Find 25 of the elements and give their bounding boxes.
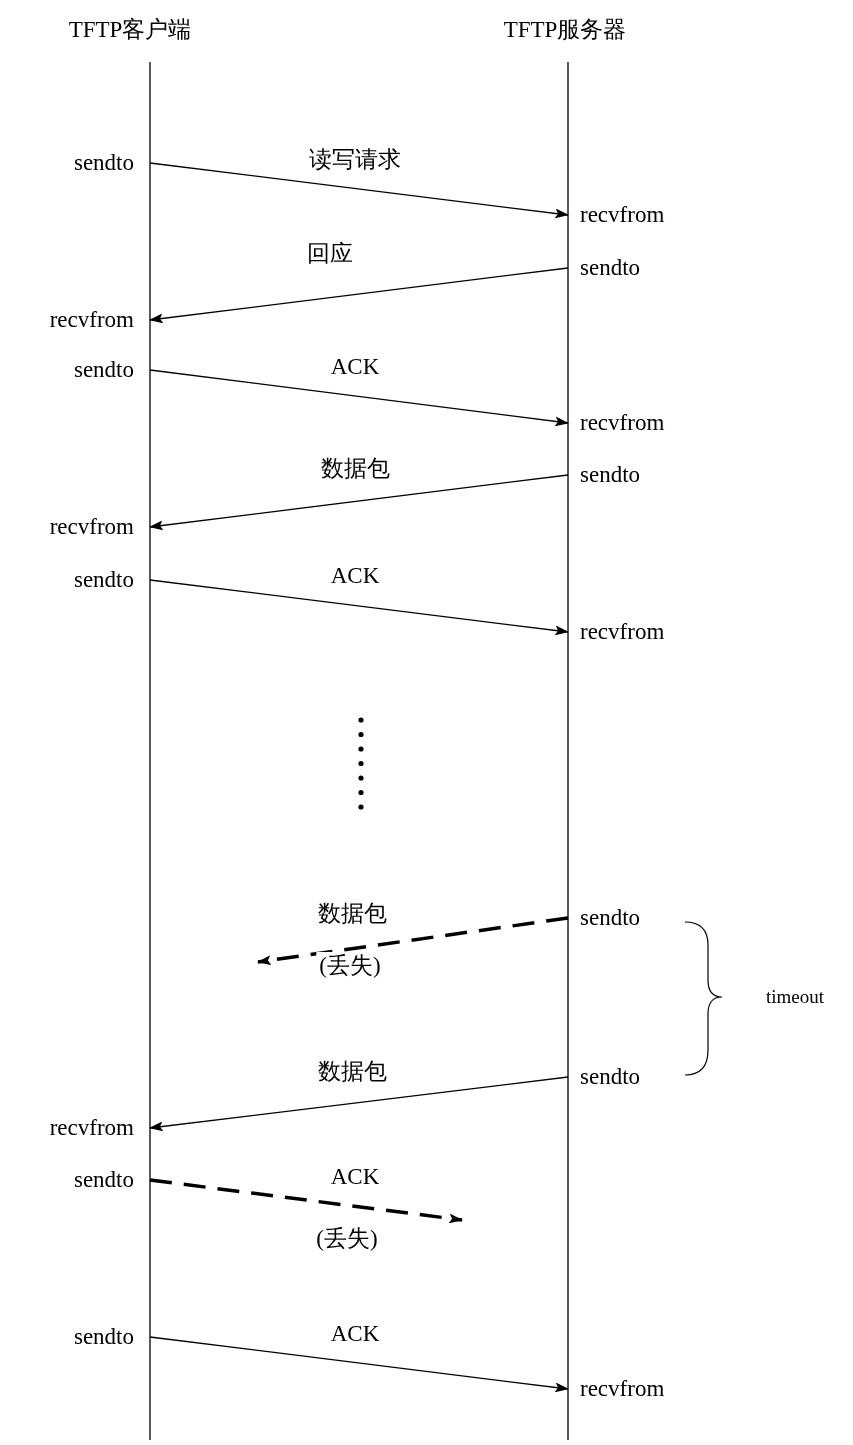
call-label: recvfrom <box>0 512 150 542</box>
arrow <box>149 1336 569 1393</box>
call-label: sendto <box>0 355 150 385</box>
arrow <box>149 1076 569 1132</box>
call-label: recvfrom <box>568 200 708 230</box>
arrow <box>149 1178 463 1224</box>
call-label: sendto <box>568 903 708 933</box>
call-label: recvfrom <box>568 408 708 438</box>
arrow <box>149 579 569 636</box>
call-label: sendto <box>0 1322 150 1352</box>
arrow <box>257 916 569 966</box>
call-label: sendto <box>0 148 150 178</box>
call-label: recvfrom <box>0 1113 150 1143</box>
call-label: sendto <box>0 565 150 595</box>
call-label: sendto <box>568 253 708 283</box>
arrow <box>149 267 569 324</box>
call-label: sendto <box>568 1062 708 1092</box>
call-label: recvfrom <box>0 305 150 335</box>
call-label: recvfrom <box>568 617 708 647</box>
arrow <box>149 162 569 219</box>
arrow <box>149 474 569 531</box>
call-label: recvfrom <box>568 1374 708 1404</box>
call-label: sendto <box>0 1165 150 1195</box>
arrow <box>149 369 569 427</box>
call-label: sendto <box>568 460 708 490</box>
